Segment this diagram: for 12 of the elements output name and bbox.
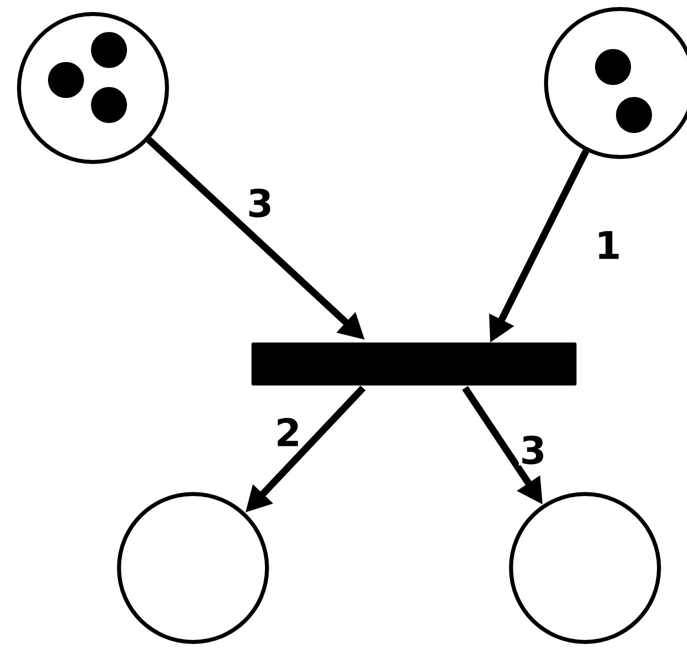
token-dot [48, 62, 84, 98]
edge-label: 3 [246, 188, 274, 218]
place-circle [117, 492, 269, 644]
token-dot [595, 49, 631, 85]
token-dot [616, 97, 652, 133]
edge-label: 1 [594, 230, 622, 260]
edge-label: 2 [274, 416, 302, 448]
token-dot [91, 87, 127, 123]
transition-bar [252, 342, 576, 386]
token-dot [91, 32, 127, 68]
edge-label: 3 [518, 434, 548, 466]
place-circle [509, 492, 661, 644]
